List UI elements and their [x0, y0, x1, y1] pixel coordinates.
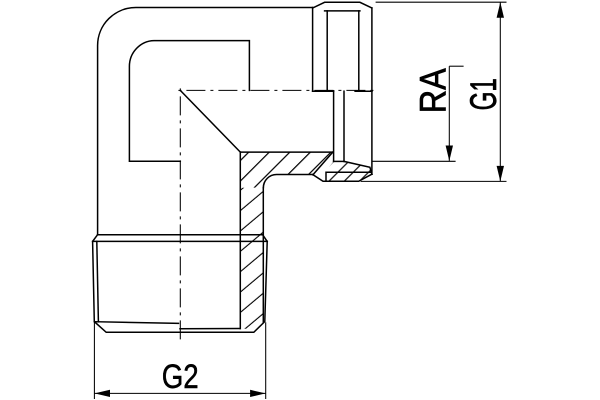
- svg-text:G1: G1: [463, 78, 504, 110]
- svg-text:G2: G2: [162, 358, 199, 396]
- svg-text:RA: RA: [412, 68, 453, 113]
